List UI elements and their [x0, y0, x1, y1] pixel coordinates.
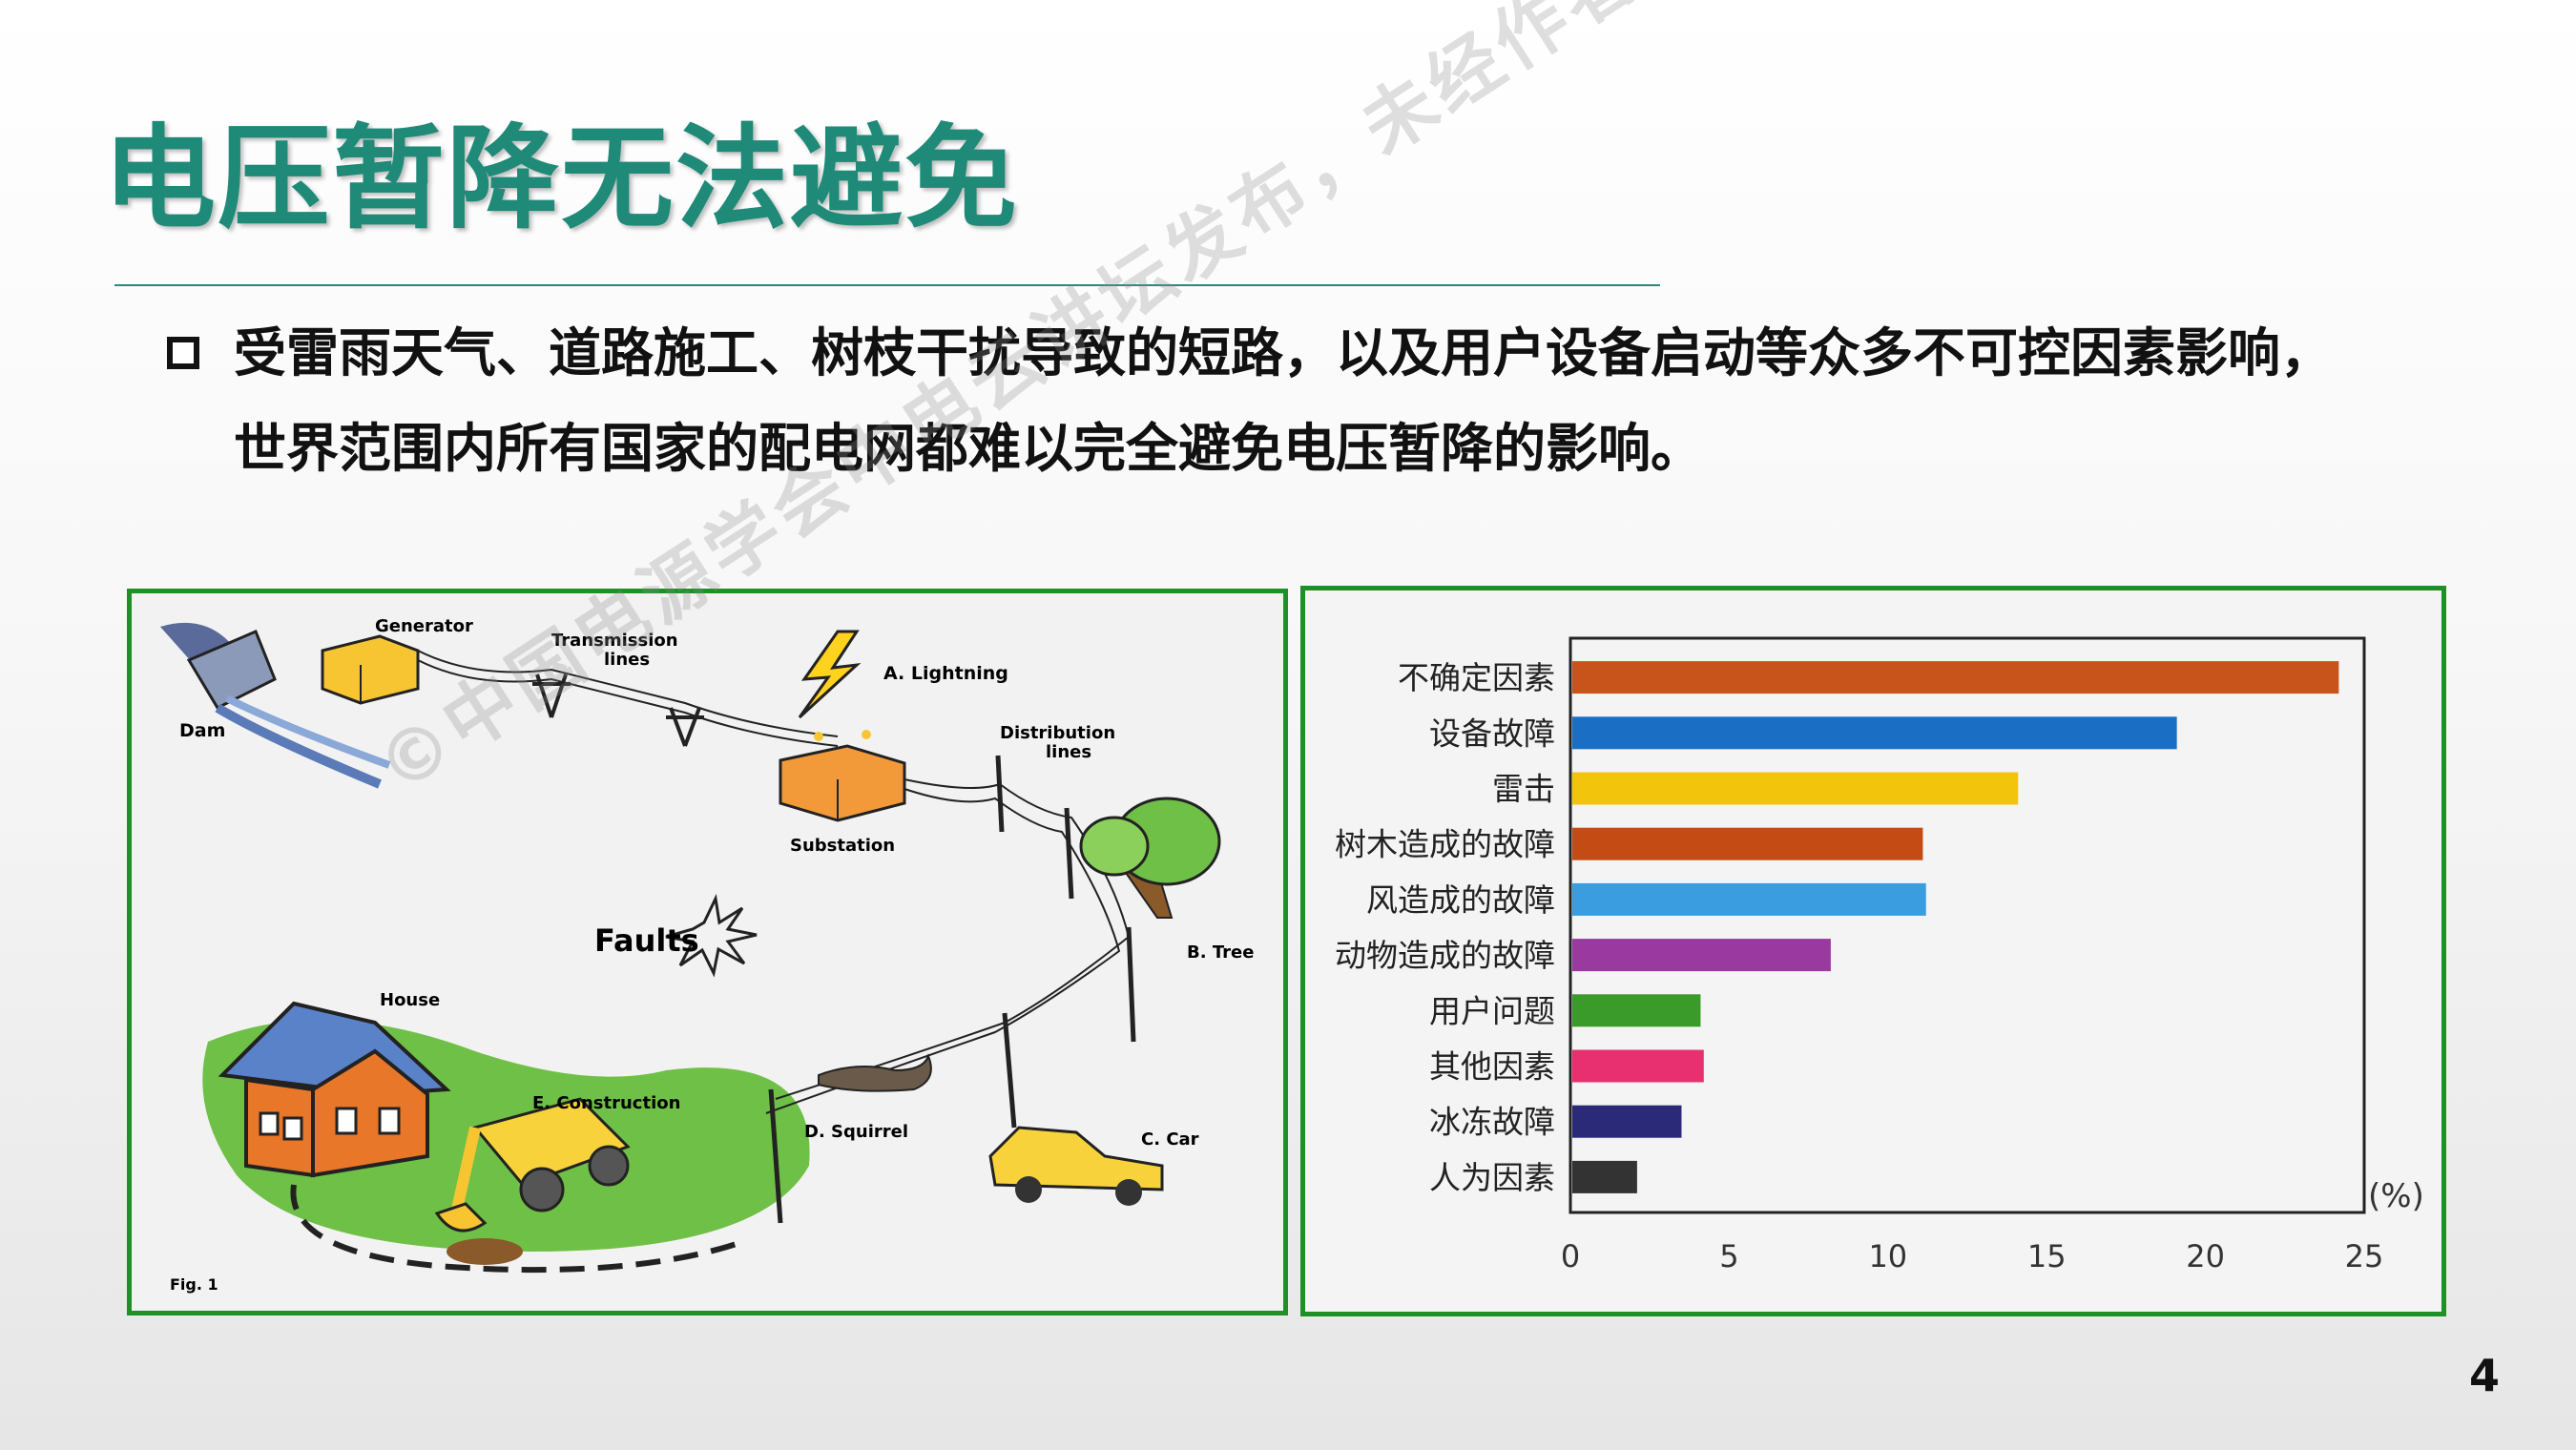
cause-chart-panel: 不确定因素设备故障雷击树木造成的故障风造成的故障动物造成的故障用户问题其他因素冰… [1300, 586, 2446, 1316]
page-number: 4 [2468, 1350, 2500, 1401]
slide-title: 电压暂降无法避免 [103, 113, 1020, 244]
category-label: 不确定因素 [1398, 659, 1555, 696]
category-label: 冰冻故障 [1429, 1104, 1555, 1141]
construction-excavator-icon [434, 1097, 631, 1265]
lightning-icon [798, 630, 862, 719]
label-house: House [380, 990, 440, 1010]
label-lightning: A. Lightning [883, 663, 1008, 684]
faults-burst-icon [665, 894, 758, 978]
x-tick-label: 5 [1719, 1238, 1738, 1274]
paragraph-line-1: 受雷雨天气、道路施工、树枝干扰导致的短路，以及用户设备启动等众多不可控因素影响， [234, 322, 2334, 383]
substation-icon [779, 730, 906, 822]
category-label: 雷击 [1492, 771, 1555, 808]
unit-label: (%) [2368, 1177, 2424, 1215]
x-tick-label: 15 [2027, 1238, 2067, 1274]
squirrel-icon [818, 1053, 932, 1092]
dam-icon [160, 622, 391, 789]
cause-bar-chart: 不确定因素设备故障雷击树木造成的故障风造成的故障动物造成的故障用户问题其他因素冰… [1335, 636, 2424, 1274]
bar-2 [1572, 716, 2177, 750]
x-tick-label: 20 [2186, 1238, 2225, 1274]
distribution-poles [768, 755, 1136, 1224]
bar-1 [1572, 661, 2339, 694]
road [290, 1184, 743, 1274]
fault-illustration-panel: Dam Generator Transmission lines A. Ligh… [127, 589, 1288, 1315]
label-squirrel: D. Squirrel [804, 1122, 908, 1142]
bullet-square-icon [167, 337, 199, 369]
category-label: 其他因素 [1429, 1048, 1555, 1086]
generator-icon [321, 634, 420, 705]
label-tree: B. Tree [1187, 942, 1254, 963]
x-tick-label: 0 [1561, 1238, 1580, 1274]
fault-illustration: Dam Generator Transmission lines A. Ligh… [160, 616, 1254, 1294]
house-icon [218, 1001, 451, 1178]
label-generator: Generator [375, 616, 473, 636]
transmission-tower-icon [532, 673, 704, 747]
bar-9 [1572, 1105, 1682, 1138]
paragraph-line-2: 世界范围内所有国家的配电网都难以完全避免电压暂降的影响。 [234, 418, 1704, 479]
car-icon [988, 1126, 1164, 1206]
label-transmission: Transmission [551, 631, 678, 651]
bar-5 [1572, 882, 1926, 916]
title-divider [114, 284, 1660, 286]
label-dam: Dam [179, 720, 225, 741]
category-label: 用户问题 [1429, 992, 1555, 1029]
bar-6 [1572, 939, 1831, 972]
category-label: 风造成的故障 [1366, 881, 1555, 919]
category-label: 动物造成的故障 [1335, 937, 1555, 974]
bar-7 [1572, 994, 1701, 1027]
tree-icon [1079, 797, 1221, 919]
bar-3 [1572, 772, 2019, 805]
category-label: 人为因素 [1429, 1159, 1555, 1196]
plot-frame [1568, 636, 2366, 1214]
label-distribution-lines: lines [1046, 742, 1091, 762]
bar-8 [1572, 1049, 1704, 1083]
category-label: 树木造成的故障 [1335, 826, 1555, 863]
x-tick-label: 25 [2345, 1238, 2384, 1274]
bar-4 [1572, 827, 1923, 860]
label-substation: Substation [790, 836, 895, 856]
x-tick-label: 10 [1868, 1238, 1907, 1274]
label-faults: Faults [594, 922, 699, 959]
label-distribution: Distribution [1000, 723, 1115, 743]
label-fig: Fig. 1 [170, 1275, 218, 1294]
label-car: C. Car [1141, 1129, 1199, 1150]
label-construction: E. Construction [532, 1093, 680, 1113]
category-label: 设备故障 [1429, 715, 1555, 752]
label-transmission-lines: lines [604, 650, 650, 670]
bar-10 [1572, 1160, 1637, 1193]
